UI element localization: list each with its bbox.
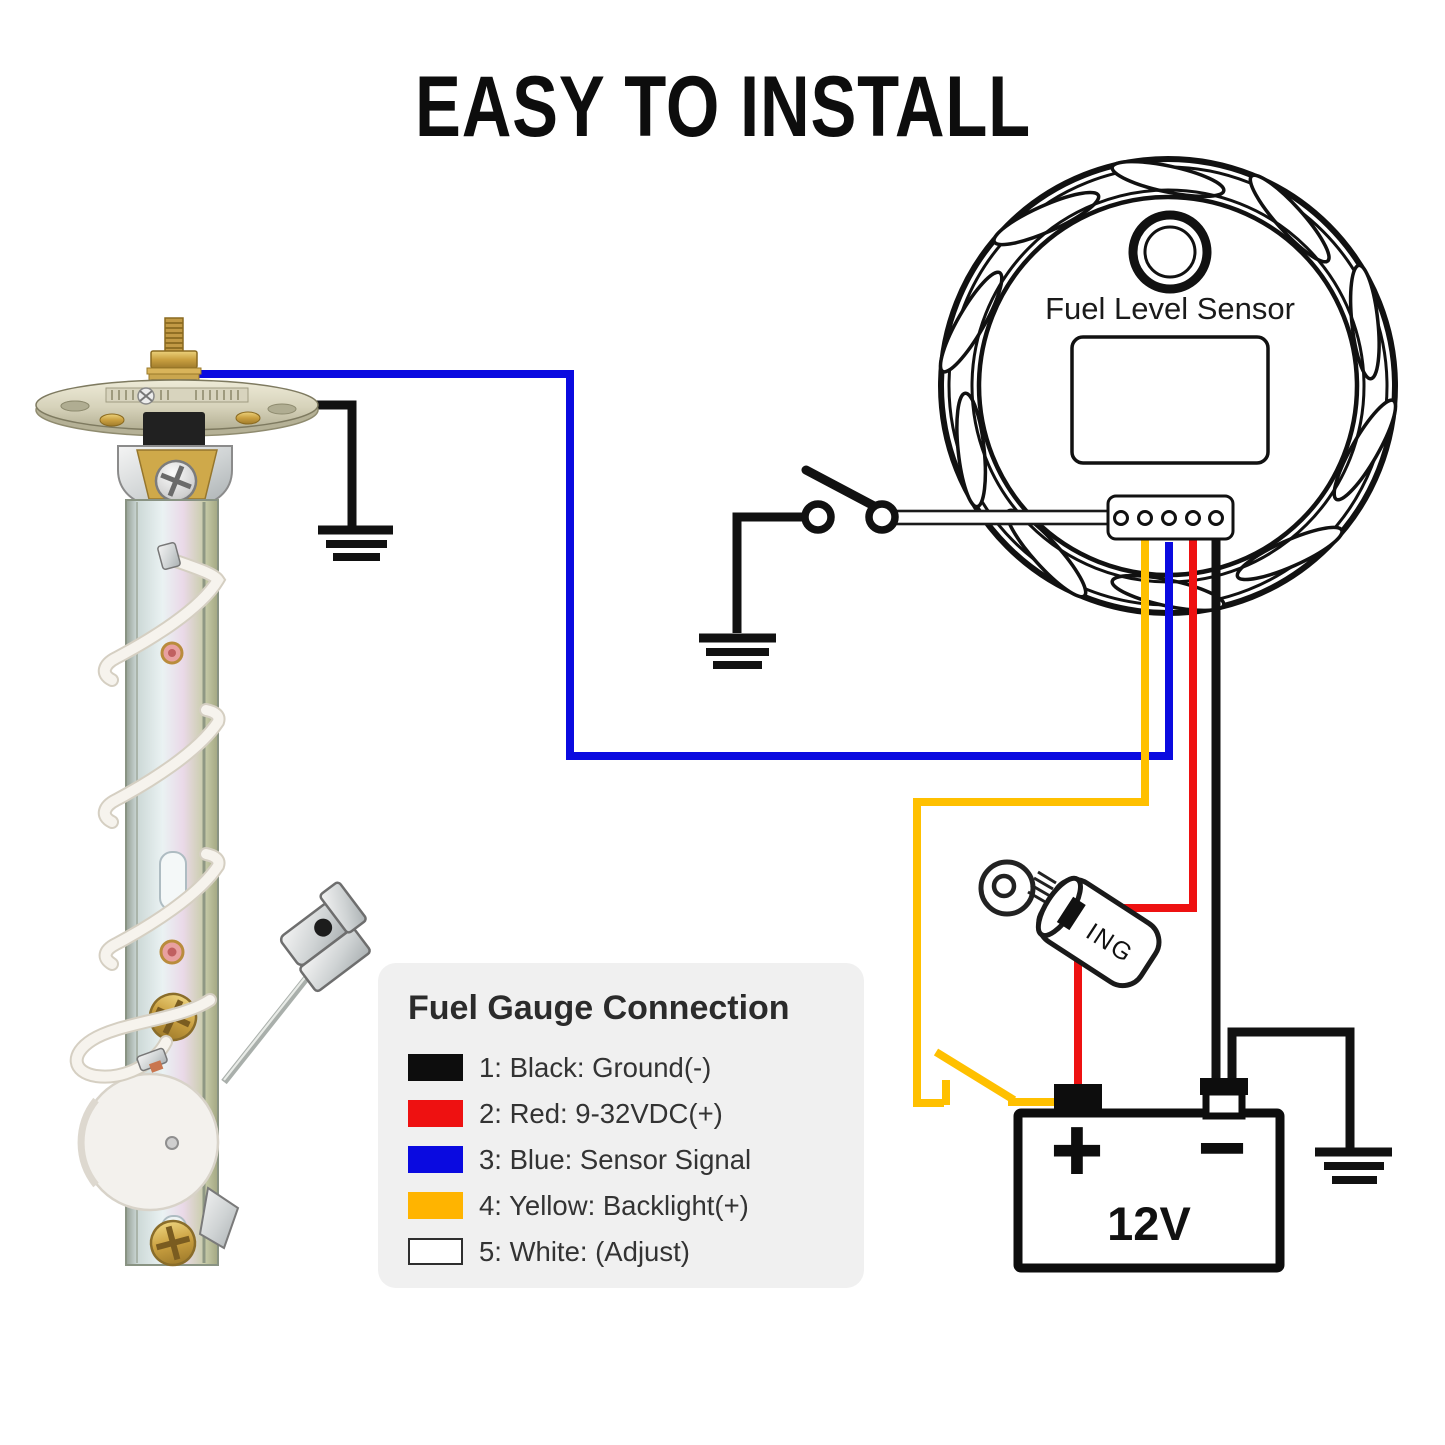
- sender-flange: [35, 379, 319, 437]
- legend-row-white: 5: White: (Adjust): [408, 1236, 864, 1267]
- white-swatch: [408, 1238, 463, 1265]
- rail-screw-bottom: [149, 1219, 197, 1267]
- legend-box: Fuel Gauge Connection 1: Black: Ground(-…: [378, 963, 864, 1288]
- black-wire: [1211, 540, 1355, 1150]
- battery-ground-symbol: [1315, 1147, 1392, 1184]
- pin-1-white: [1113, 510, 1129, 526]
- blue-swatch: [408, 1146, 463, 1173]
- pin-4-red: [1185, 510, 1201, 526]
- legend-row-black: 1: Black: Ground(-): [408, 1052, 864, 1083]
- key-icon: [978, 859, 1057, 917]
- pin-5-black: [1208, 510, 1224, 526]
- battery-negative-terminal: [1202, 1088, 1246, 1120]
- sender-ground-wire: [300, 400, 393, 561]
- red-swatch: [408, 1100, 463, 1127]
- battery-ground-wire: [1227, 1027, 1355, 1150]
- battery-minus-sign: −: [1199, 1103, 1246, 1192]
- toggle-switch: [699, 465, 899, 669]
- black-swatch: [408, 1054, 463, 1081]
- cable-crimp: [157, 542, 181, 570]
- float-arm: [221, 881, 371, 1085]
- blue-wire: [170, 370, 1173, 760]
- legend-row-blue: 3: Blue: Sensor Signal: [408, 1144, 864, 1175]
- sender-rubber-block: [143, 412, 205, 448]
- battery-positive-terminal: [1054, 1084, 1102, 1116]
- red-wire: [1074, 540, 1197, 1090]
- white-wire: [891, 509, 1123, 526]
- yellow-swatch: [408, 1192, 463, 1219]
- page-title: EASY TO INSTALL: [414, 59, 1031, 155]
- gauge-bezel-pattern: [938, 159, 1398, 613]
- switch-terminal-right: [865, 500, 899, 534]
- bracket-screw: [154, 459, 198, 503]
- gauge-display: [1070, 335, 1270, 465]
- ignition-switch: ING: [978, 859, 1162, 989]
- legend-row-yellow: 4: Yellow: Backlight(+): [408, 1190, 864, 1221]
- switch-ground-symbol: [699, 633, 776, 669]
- battery-plus-sign: +: [1051, 1100, 1102, 1199]
- sender-cable: [69, 553, 227, 1084]
- battery: + − 12V: [1013, 1078, 1285, 1273]
- float-disc: [77, 1072, 220, 1212]
- switch-terminal-left: [801, 500, 835, 534]
- pin-3-blue: [1161, 510, 1177, 526]
- switch-lever: [801, 465, 879, 511]
- yellow-wire: [913, 540, 1149, 1107]
- fuel-gauge: Fuel Level Sensor: [938, 156, 1398, 616]
- pin-2-yellow: [1137, 510, 1153, 526]
- legend-row-red: 2: Red: 9-32VDC(+): [408, 1098, 864, 1129]
- legend-title: Fuel Gauge Connection: [408, 989, 790, 1027]
- float: [279, 881, 371, 993]
- fuel-sender-unit: [35, 317, 393, 1267]
- battery-voltage: 12V: [1107, 1197, 1191, 1250]
- ignition-cylinder: ING: [1035, 875, 1162, 989]
- gauge-label: Fuel Level Sensor: [1045, 291, 1295, 326]
- gauge-connector: [1106, 494, 1235, 541]
